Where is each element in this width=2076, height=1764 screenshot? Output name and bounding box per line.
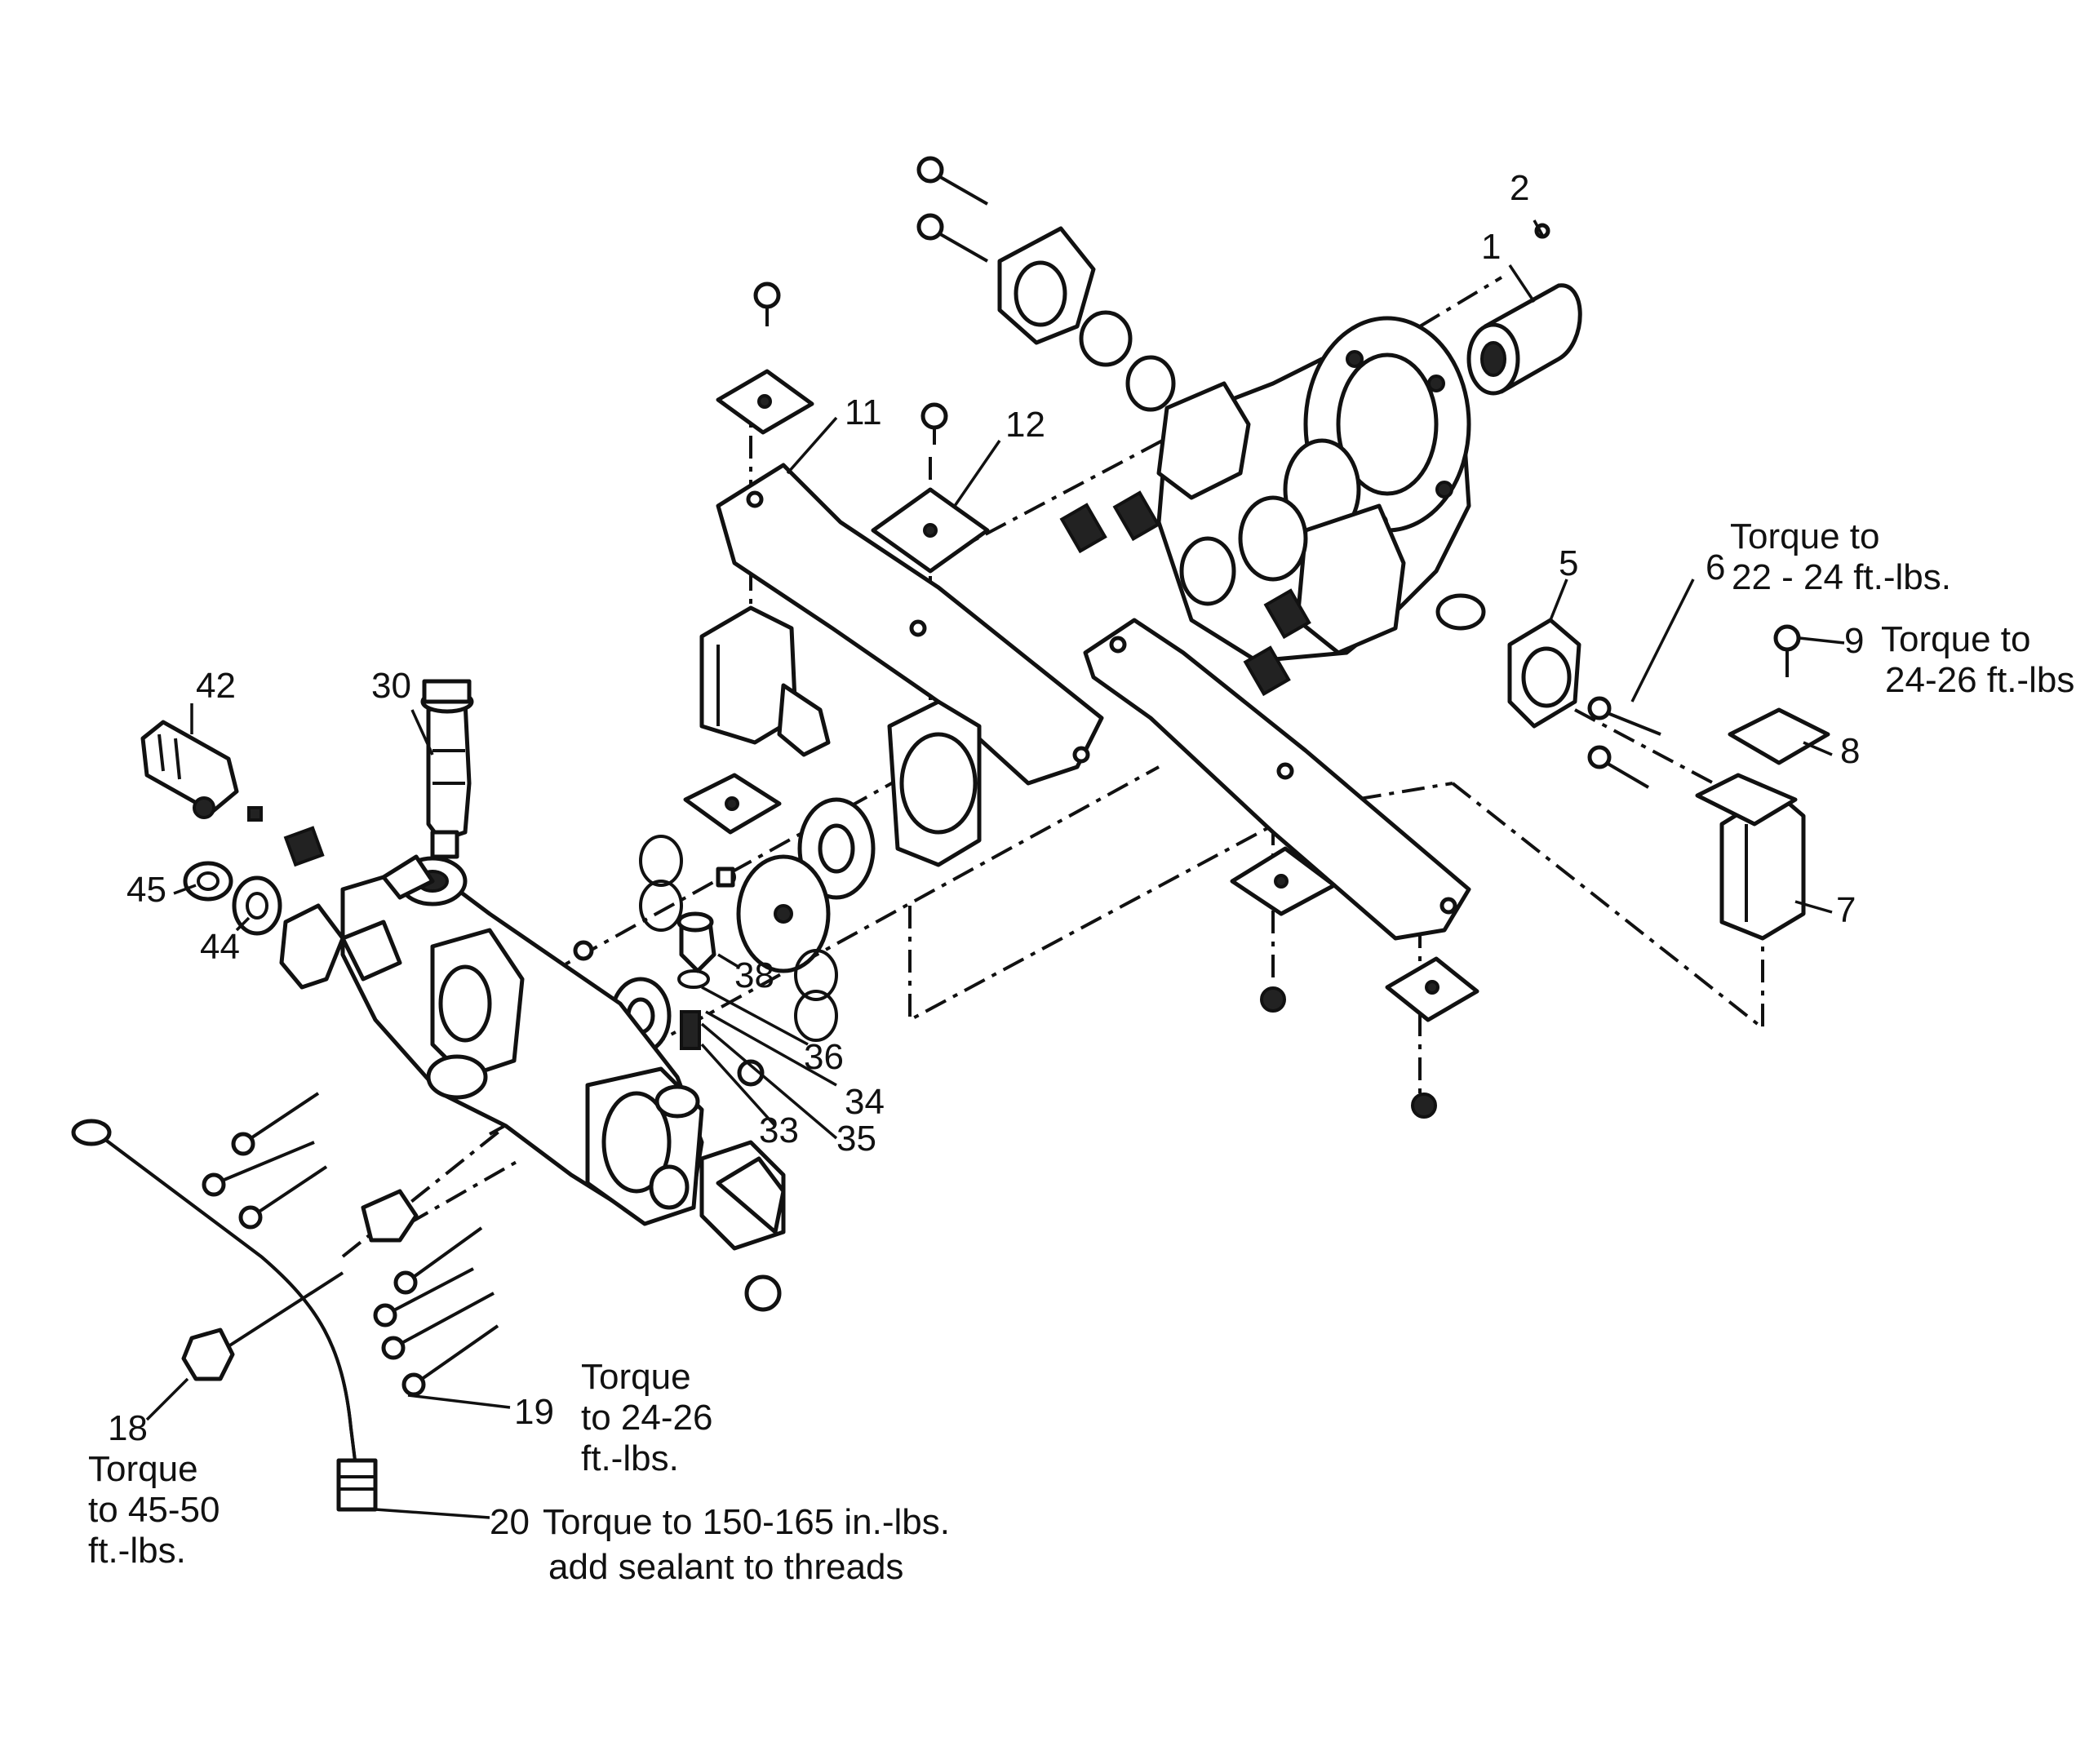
- part-42-fitting: [140, 720, 239, 819]
- callout-36: 36: [804, 1037, 844, 1077]
- unloader-parts: [573, 866, 765, 1087]
- note-19-line2: to 24-26: [581, 1398, 712, 1438]
- part-9-screw: [1773, 624, 1801, 677]
- bearings-rings: [610, 797, 876, 1055]
- part-30-unloader: [420, 679, 474, 859]
- torque-notes: Torque to 22 - 24 ft.-lbs. Torque to 24-…: [88, 516, 2074, 1587]
- note-6-line1: Torque to: [1730, 516, 1879, 556]
- valve-cap-top: [997, 226, 1096, 345]
- callout-18: 18: [108, 1408, 148, 1448]
- note-18-line3: ft.-lbs.: [88, 1531, 186, 1571]
- callout-34: 34: [845, 1082, 885, 1122]
- callout-12: 12: [1005, 405, 1045, 445]
- part-45-washer: [183, 861, 233, 902]
- note-20-line2: add sealant to threads: [548, 1547, 903, 1587]
- callout-38: 38: [734, 955, 774, 995]
- piston-springs: [1059, 310, 1311, 697]
- callout-5: 5: [1559, 543, 1578, 583]
- callout-7: 7: [1836, 890, 1856, 930]
- callout-42: 42: [196, 666, 236, 706]
- crankcase-housing: [1156, 316, 1471, 663]
- callout-33: 33: [759, 1110, 799, 1150]
- callout-20: 20: [490, 1502, 530, 1542]
- mount-plates: [683, 369, 1479, 1022]
- note-9-line2: 24-26 ft.-lbs: [1885, 660, 2074, 700]
- note-18-line1: Torque: [88, 1449, 198, 1489]
- part-8-plate: [1728, 707, 1830, 765]
- note-18-line2: to 45-50: [88, 1490, 220, 1530]
- note-9-line1: Torque to: [1881, 619, 2030, 659]
- part-5-cap: [1435, 593, 1581, 729]
- part-20-inlet-pipe: [71, 1119, 378, 1512]
- callout-1: 1: [1481, 227, 1501, 267]
- callout-11: 11: [845, 392, 882, 432]
- part-1-cap: [1466, 283, 1582, 396]
- mount-plate-right: [1083, 618, 1471, 941]
- part-19-bolts: [202, 1092, 499, 1397]
- callout-6: 6: [1706, 547, 1725, 587]
- note-19-line3: ft.-lbs.: [581, 1438, 679, 1478]
- part-11-plate: [716, 463, 1104, 786]
- callout-19: 19: [514, 1392, 554, 1432]
- callout-9: 9: [1844, 621, 1864, 661]
- part-18-nut: [181, 1271, 344, 1381]
- callout-44: 44: [200, 927, 240, 967]
- top-bolts: [916, 156, 988, 263]
- check-valve-springs: [247, 806, 325, 867]
- callout-35: 35: [836, 1119, 876, 1159]
- note-6-line2: 22 - 24 ft.-lbs.: [1732, 557, 1951, 597]
- leader-lines: [145, 219, 1845, 1519]
- manifold-body: [340, 854, 786, 1312]
- callout-labels: 1 2 5 6 7 8 9 11 12 18 19 20 30 33 34 35…: [108, 168, 1864, 1542]
- part-7-mount-bracket: [1695, 773, 1806, 941]
- mount-screws: [716, 281, 1437, 1119]
- part-44-plug: [232, 875, 345, 990]
- part-6-bolts: [1587, 696, 1661, 789]
- callout-45: 45: [126, 870, 166, 910]
- callout-8: 8: [1840, 731, 1860, 771]
- callout-2: 2: [1510, 168, 1529, 208]
- callout-30: 30: [371, 666, 411, 706]
- note-20-line1: Torque to 150-165 in.-lbs.: [543, 1502, 950, 1542]
- mount-brackets: [699, 605, 982, 867]
- note-19-line1: Torque: [581, 1357, 691, 1397]
